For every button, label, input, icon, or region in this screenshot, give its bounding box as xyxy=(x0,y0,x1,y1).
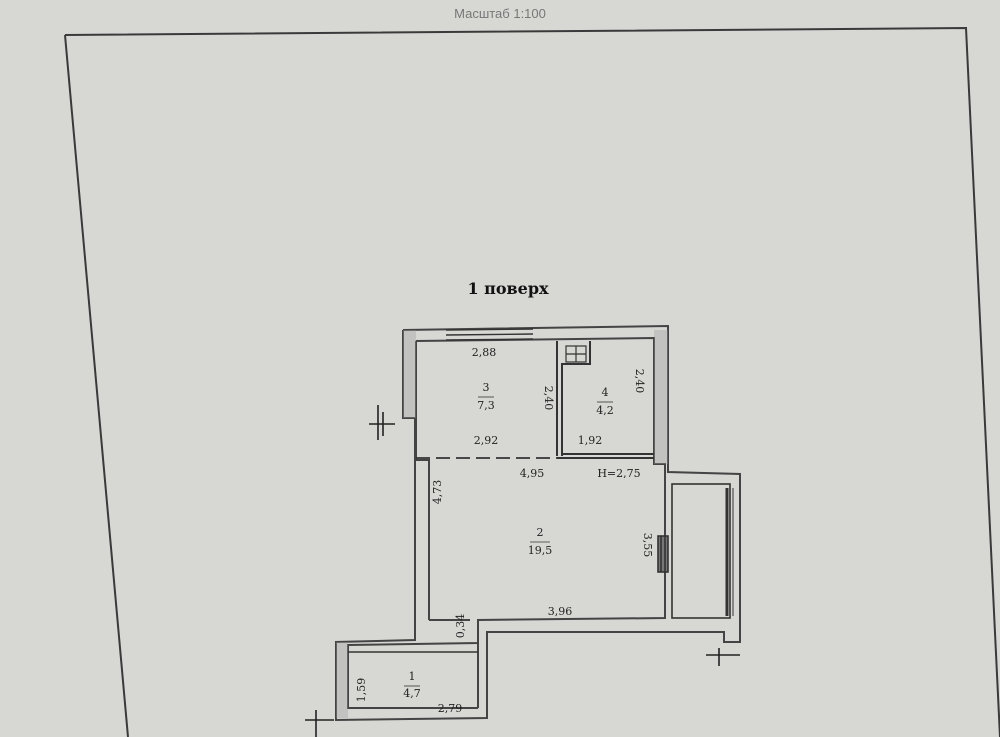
dim-room3-bottom-width: 2,92 xyxy=(474,434,499,447)
wall-fill xyxy=(336,330,668,718)
dim-room2-top-width: 4,95 xyxy=(520,467,545,480)
balcony xyxy=(657,483,734,619)
dim-room1-depth: 1,59 xyxy=(355,678,368,703)
vent-shaft xyxy=(565,345,587,363)
room-1-number: 1 xyxy=(409,670,416,683)
scale-label: Масштаб 1:100 xyxy=(454,6,546,21)
dim-room4-depth: 2,40 xyxy=(633,369,646,394)
sheet-frame-left-edge xyxy=(64,34,129,737)
dim-room3-top-width: 2,88 xyxy=(472,346,497,359)
dimension-labels: 2,88 2,92 2,40 2,40 1,92 4,95 H=2,75 4,7… xyxy=(355,346,654,715)
room-3-number: 3 xyxy=(483,381,490,394)
axis-markers xyxy=(305,405,740,737)
room-2-number: 2 xyxy=(537,526,544,539)
top-window xyxy=(445,328,534,341)
room-4-area: 4,2 xyxy=(596,404,614,417)
room-2-area: 19,5 xyxy=(528,544,553,557)
room-4-number: 4 xyxy=(602,386,609,399)
sheet-frame xyxy=(64,26,1000,737)
dim-room3-depth: 2,40 xyxy=(542,386,555,411)
interior-partitions xyxy=(416,341,654,459)
dim-room2-left-depth: 4,73 xyxy=(431,480,444,505)
dim-room2-bottom-width: 3,96 xyxy=(548,605,573,618)
floor-title: 1 поверх xyxy=(467,279,549,298)
room-3-area: 7,3 xyxy=(477,399,495,412)
room-1-area: 4,7 xyxy=(403,687,421,700)
dim-room2-right-depth: 3,55 xyxy=(641,533,654,558)
dim-step-depth: 0,34 xyxy=(454,614,467,639)
dim-room1-width: 2,79 xyxy=(438,702,463,715)
room-labels: 3 7,3 4 4,2 2 19,5 1 4,7 xyxy=(403,381,614,700)
outer-walls xyxy=(335,324,741,722)
dim-ceiling-height: H=2,75 xyxy=(597,467,640,480)
dim-room4-bottom-width: 1,92 xyxy=(578,434,603,447)
